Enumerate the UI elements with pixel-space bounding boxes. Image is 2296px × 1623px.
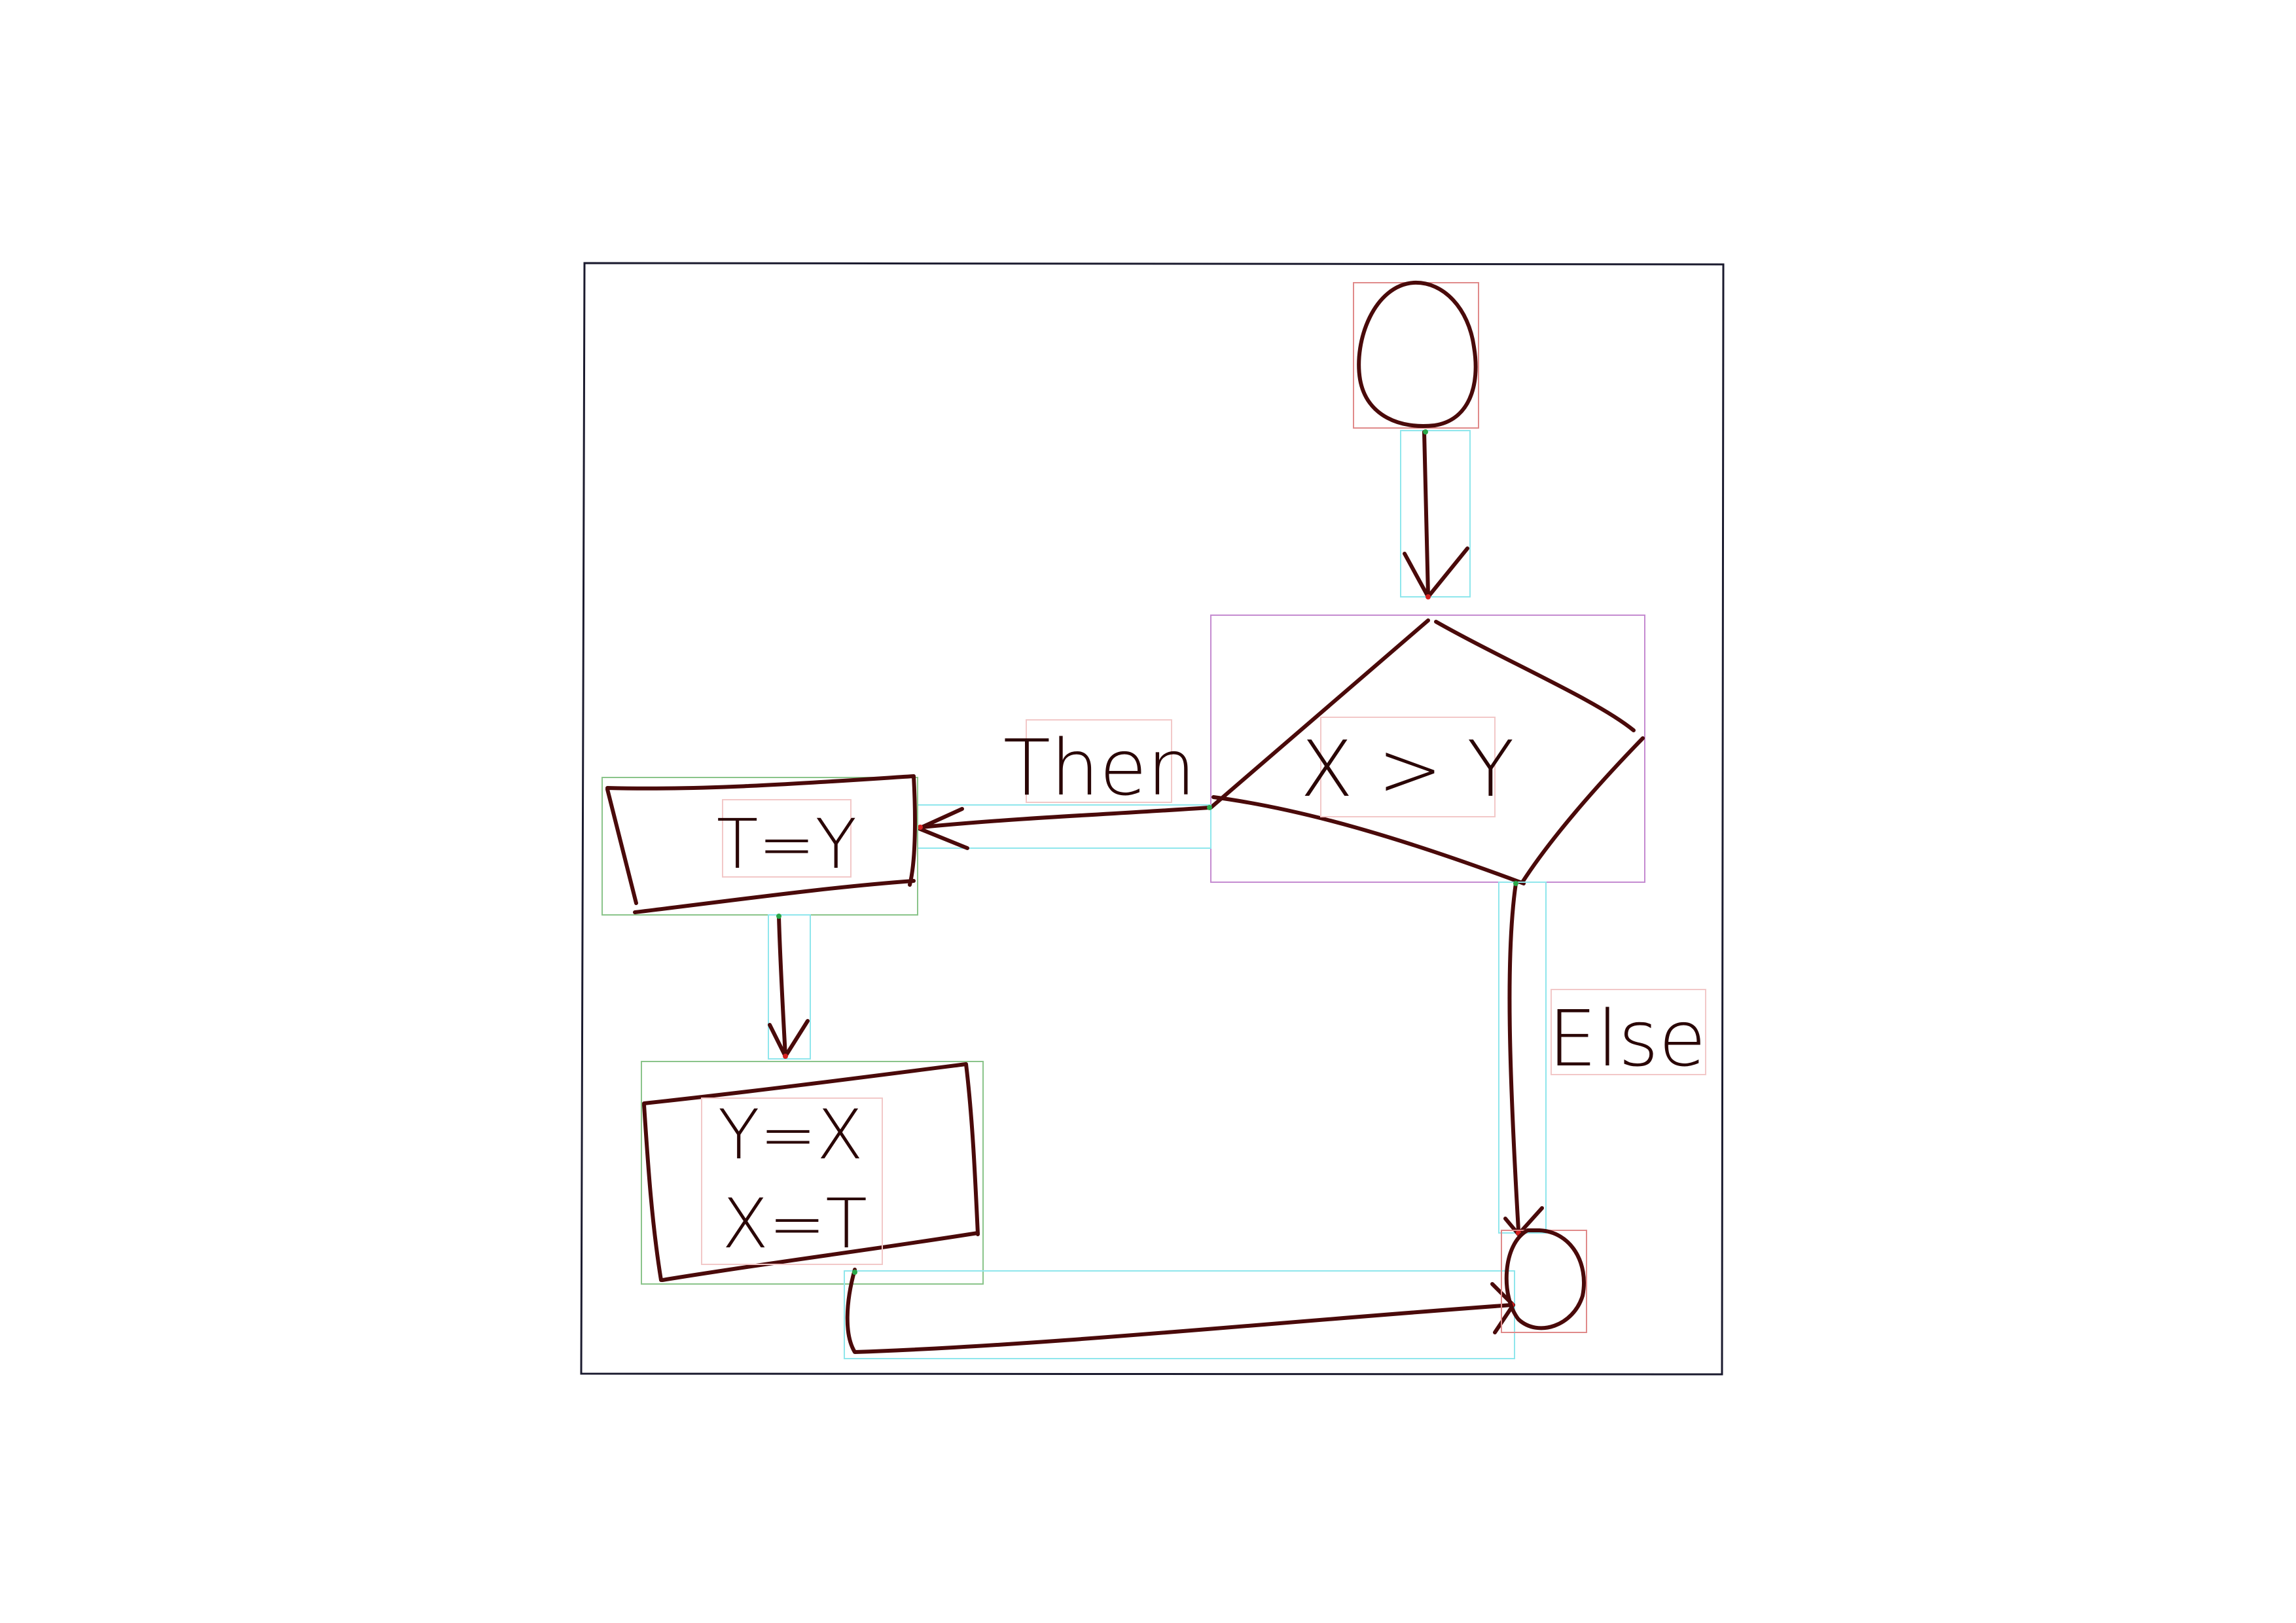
process-node-assign-bbox	[641, 1061, 984, 1285]
else-label-group: Else	[1548, 989, 1706, 1084]
arrow-temp-to-assign-bbox	[768, 914, 811, 1060]
arrow-start-to-decision-bbox	[1400, 430, 1471, 597]
arrow-then-line	[920, 806, 1211, 829]
process-node-temp-label: T=Y	[717, 804, 857, 884]
process-node-assign[interactable]: Y=X X=T	[641, 1061, 984, 1285]
decision-label: X > Y	[1300, 724, 1515, 814]
end-node[interactable]	[1501, 1228, 1587, 1333]
diagram-frame	[580, 262, 1725, 1376]
process-node-assign-shape	[642, 1062, 980, 1282]
process-node-temp-bbox	[601, 777, 918, 916]
arrow-assign-to-end[interactable]	[844, 1268, 1515, 1359]
arrow-start-to-decision-head	[1403, 546, 1469, 599]
process-node-temp[interactable]: T=Y	[601, 774, 918, 916]
arrow-else-line	[1507, 882, 1520, 1232]
arrow-assign-to-end-line	[845, 1268, 1514, 1354]
else-label-bbox	[1551, 989, 1706, 1075]
arrow-else[interactable]	[1498, 881, 1547, 1236]
end-node-shape	[1504, 1228, 1586, 1330]
else-label: Else	[1548, 993, 1706, 1084]
start-node-shape	[1357, 280, 1478, 428]
process-node-temp-label-bbox	[722, 799, 852, 878]
process-node-assign-label-bbox	[701, 1097, 883, 1265]
then-label-bbox	[1026, 719, 1172, 803]
arrow-start-to-decision-line	[1422, 430, 1430, 597]
arrow-else-bbox	[1498, 882, 1547, 1234]
decision-label-bbox	[1320, 717, 1496, 817]
start-node[interactable]	[1353, 280, 1479, 429]
decision-node-bbox	[1210, 615, 1645, 883]
then-label-group: Then	[1003, 719, 1196, 813]
arrow-temp-to-assign-line	[777, 914, 787, 1058]
process-node-temp-shape	[605, 774, 917, 914]
decision-node[interactable]: X > Y	[1209, 615, 1645, 885]
process-node-assign-line1: Y=X	[718, 1095, 863, 1175]
arrow-temp-to-assign-head	[768, 1019, 810, 1058]
decision-diamond-shape	[1209, 618, 1645, 885]
arrow-temp-to-assign[interactable]	[768, 914, 811, 1060]
arrow-start-to-decision[interactable]	[1400, 429, 1471, 599]
then-label: Then	[1003, 722, 1196, 813]
process-node-assign-line2: X=T	[722, 1184, 867, 1264]
